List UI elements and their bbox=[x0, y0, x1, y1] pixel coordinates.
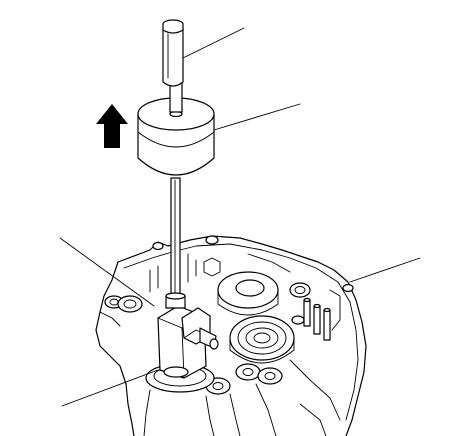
leader-weight bbox=[213, 103, 301, 131]
transmission-housing bbox=[95, 235, 367, 436]
leader-housing bbox=[349, 257, 421, 283]
leader-attachment-upper bbox=[59, 237, 155, 307]
leader-attachment-lower bbox=[61, 369, 159, 407]
slide-hammer-rod bbox=[165, 177, 186, 309]
arrow-up-icon bbox=[96, 104, 128, 148]
leader-handle bbox=[182, 27, 245, 59]
callout-leaders bbox=[59, 27, 421, 407]
driver-attachment bbox=[145, 305, 219, 393]
slide-hammer-handle bbox=[162, 19, 184, 113]
